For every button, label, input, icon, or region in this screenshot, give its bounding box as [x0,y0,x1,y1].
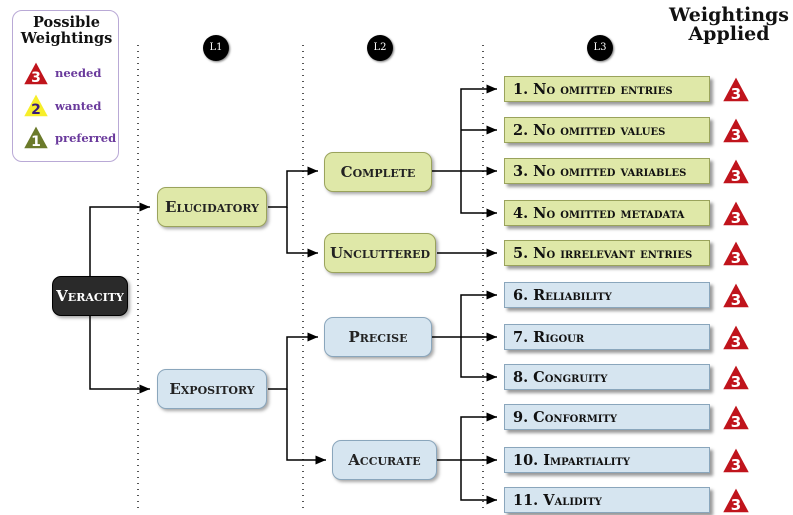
weight-needed-triangle-icon: 3 [720,115,752,144]
weight-triangle-shape [720,280,752,309]
weight-triangle-shape [720,322,752,351]
leaf-no-omitted-metadata: 4. No omitted metadata [504,200,710,226]
edge-elucidatory-complete [268,166,318,208]
needed-triangle-icon: 3 [21,59,51,86]
level-marker-l2: L2 [367,35,393,61]
edge-precise-6 [432,290,497,338]
weight-triangle-shape [720,198,752,227]
weightings-applied-title: Weightings Applied [668,6,790,44]
edge-expository-precise [268,332,318,390]
weight-triangle-shape [720,362,752,391]
weight-needed-triangle-icon: 3 [720,402,752,431]
weight-triangle-shape [720,115,752,144]
legend-panel: Possible Weightings 3 needed 2 wanted 1 … [12,10,119,162]
edge-root-expository [89,315,150,394]
weight-needed-triangle-icon: 3 [720,485,752,514]
level-marker-l3: L3 [587,35,613,61]
leaf-reliability: 6. Reliability [504,282,710,308]
legend-needed-label: needed [55,66,102,80]
weight-number: 3 [731,85,741,103]
weight-triangle-shape [720,238,752,267]
root-node-veracity: Veracity [52,276,128,316]
weight-triangle-shape [720,445,752,474]
weight-needed-triangle-icon: 3 [720,156,752,185]
weight-triangle-shape [720,156,752,185]
edge-root-elucidatory [89,202,150,278]
legend-title: Possible Weightings [13,15,120,47]
l2-node-complete: Complete [324,152,432,192]
weight-number: 3 [731,291,741,309]
legend-wanted-label: wanted [55,99,102,113]
l2-node-accurate: Accurate [332,440,437,480]
preferred-triangle-icon: 1 [21,123,51,150]
edge-expository-accurate [286,389,326,465]
leaf-validity: 11. Validity [504,487,710,513]
needed-number: 3 [31,70,41,86]
leaf-no-omitted-values: 2. No omitted values [504,117,710,143]
wanted-triangle-icon: 2 [21,91,51,118]
edge-precise-8 [460,337,497,382]
legend-title-line2: Weightings [20,30,113,47]
wanted-number: 2 [31,102,41,118]
weight-number: 3 [731,456,741,474]
edge-accurate-9 [437,412,497,461]
weight-number: 3 [731,496,741,514]
applied-title-line2: Applied [688,23,770,45]
weight-needed-triangle-icon: 3 [720,362,752,391]
leaf-no-omitted-entries: 1. No omitted entries [504,76,710,102]
legend-preferred-label: preferred [55,131,117,145]
weight-triangle-shape [720,74,752,103]
l2-node-uncluttered: Uncluttered [324,233,436,273]
weight-number: 3 [731,126,741,144]
leaf-rigour: 7. Rigour [504,324,710,350]
legend-title-line1: Possible [33,14,100,31]
level-marker-l1: L1 [203,35,229,61]
weight-number: 3 [731,249,741,267]
weight-needed-triangle-icon: 3 [720,198,752,227]
l1-node-elucidatory: Elucidatory [157,187,267,227]
weight-triangle-shape [720,402,752,431]
leaf-no-omitted-variables: 3. No omitted variables [504,158,710,184]
leaf-congruity: 8. Congruity [504,364,710,390]
weight-needed-triangle-icon: 3 [720,322,752,351]
weight-needed-triangle-icon: 3 [720,445,752,474]
preferred-number: 1 [31,134,41,150]
weight-needed-triangle-icon: 3 [720,238,752,267]
leaf-impartiality: 10. Impartiality [504,447,710,473]
weight-number: 3 [731,333,741,351]
edge-elucidatory-uncluttered [286,207,318,258]
applied-title-line1: Weightings [669,4,789,26]
leaf-no-irrelevant-entries: 5. No irrelevant entries [504,240,710,266]
weight-needed-triangle-icon: 3 [720,74,752,103]
weight-number: 3 [731,167,741,185]
weight-number: 3 [731,413,741,431]
weight-number: 3 [731,209,741,227]
edge-accurate-11 [460,460,497,505]
l1-node-expository: Expository [157,369,267,409]
l2-node-precise: Precise [324,317,432,357]
weight-number: 3 [731,373,741,391]
edge-complete-4 [460,171,497,218]
leaf-conformity: 9. Conformity [504,404,710,430]
weight-needed-triangle-icon: 3 [720,280,752,309]
